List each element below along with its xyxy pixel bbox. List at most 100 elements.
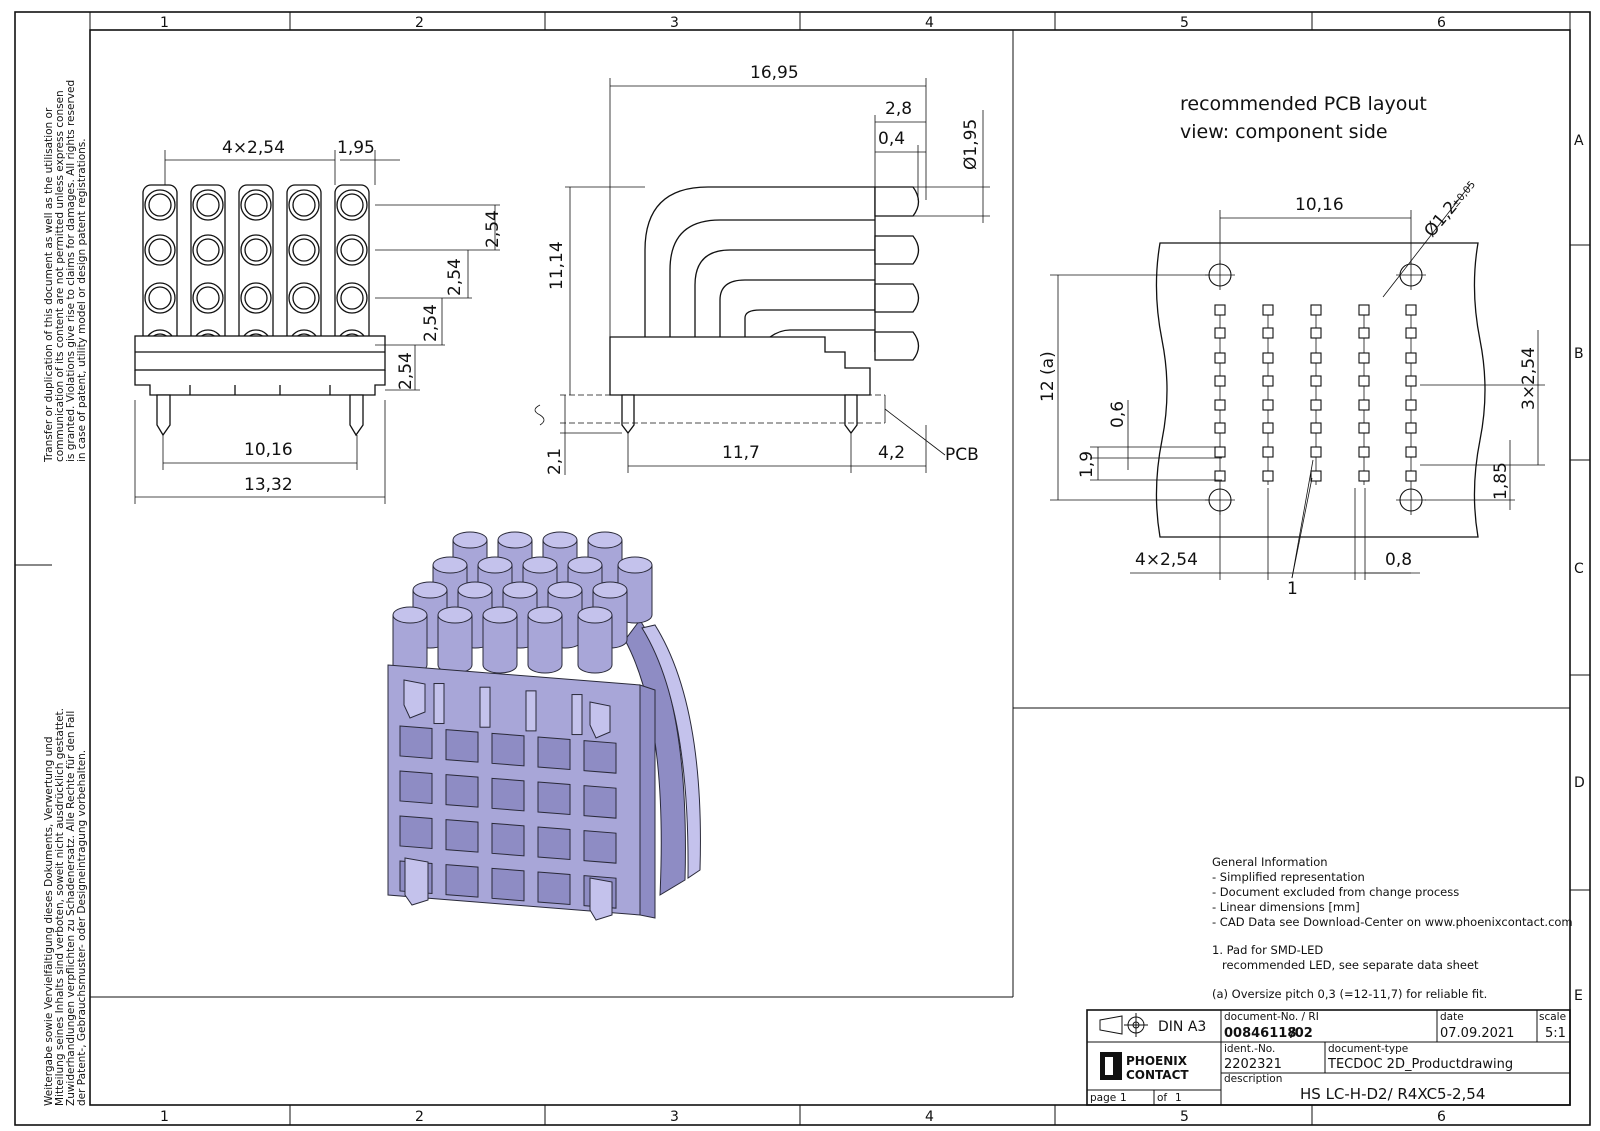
tb-doc-no-label: document-No. / RI bbox=[1224, 1011, 1319, 1023]
zone-labels-bottom: 1 2 3 4 5 6 bbox=[160, 1109, 1446, 1125]
pcb-pad-1-1 bbox=[1214, 304, 1226, 316]
pcb-pad-1-8 bbox=[1214, 470, 1226, 482]
front-led-inner-2-3 bbox=[196, 286, 220, 310]
tb-page: 1 bbox=[1120, 1092, 1127, 1104]
pcb-pad-2-5 bbox=[1262, 399, 1274, 411]
iso-led-body-16 bbox=[437, 614, 473, 674]
tb-doctype: TECDOC 2D_Productdrawing bbox=[1327, 1057, 1513, 1072]
isometric-grid-cells bbox=[399, 683, 617, 909]
notes-pad-2: recommended LED, see separate data sheet bbox=[1222, 958, 1479, 972]
tb-page-label: page bbox=[1090, 1092, 1116, 1104]
pcb-pad-1-4 bbox=[1214, 375, 1226, 387]
zone-col-2-bottom: 2 bbox=[415, 1109, 424, 1125]
logo-line-1: PHOENIX bbox=[1126, 1054, 1188, 1068]
pcb-title-line-1: recommended PCB layout bbox=[1180, 93, 1427, 115]
iso-led-top-5 bbox=[432, 556, 468, 574]
notes-item-1: - Simplified representation bbox=[1212, 870, 1365, 884]
iso-led-top-6 bbox=[477, 556, 513, 574]
pcb-pad-4-6 bbox=[1358, 422, 1370, 434]
dim-pcb-hole-tol: ±0,05 bbox=[1450, 179, 1478, 210]
dim-front-v4: 2,54 bbox=[396, 352, 416, 390]
iso-led-top-7 bbox=[522, 556, 558, 574]
front-led-inner-2-1 bbox=[196, 193, 220, 217]
pcb-pad-3-4 bbox=[1310, 375, 1322, 387]
pcb-pad-3-2 bbox=[1310, 327, 1322, 339]
iso-led-top-2 bbox=[497, 531, 533, 549]
projection-symbol-icon bbox=[1099, 1013, 1148, 1037]
front-led-inner-4-2 bbox=[292, 238, 316, 262]
tb-of: 1 bbox=[1175, 1092, 1182, 1104]
front-led-inner-1-2 bbox=[148, 238, 172, 262]
pcb-pad-3-8 bbox=[1310, 470, 1322, 482]
iso-grid-cell-9 bbox=[537, 781, 571, 816]
notes-oversize: (a) Oversize pitch 0,3 (=12-11,7) for re… bbox=[1212, 987, 1487, 1001]
zone-row-d: D bbox=[1574, 775, 1585, 791]
tb-ident: 2202321 bbox=[1224, 1057, 1282, 1072]
pcb-pad-3-6 bbox=[1310, 422, 1322, 434]
iso-grid-cell-13 bbox=[491, 822, 525, 857]
pcb-pad-4-5 bbox=[1358, 399, 1370, 411]
dim-pcb-08: 0,8 bbox=[1385, 550, 1412, 570]
side-pcb-label: PCB bbox=[945, 445, 979, 465]
pcb-pad-3-7 bbox=[1310, 446, 1322, 458]
front-led-inner-3-3 bbox=[244, 286, 268, 310]
tb-date: 07.09.2021 bbox=[1440, 1026, 1514, 1041]
legal-en-line-3: is granted. Violations give rise to clai… bbox=[65, 80, 77, 462]
logo-line-2: CONTACT bbox=[1126, 1068, 1189, 1082]
side-body bbox=[609, 336, 871, 396]
iso-led-top-8 bbox=[567, 556, 603, 574]
pcb-pad-2-3 bbox=[1262, 352, 1274, 364]
dim-pcb-hpitch: 4×2,54 bbox=[1135, 550, 1198, 570]
iso-grid-cell-14 bbox=[537, 826, 571, 861]
front-led-inner-5-3 bbox=[340, 286, 364, 310]
iso-grid-cell-11 bbox=[399, 815, 433, 850]
front-led-inner-5-1 bbox=[340, 193, 364, 217]
pcb-pad-5-8 bbox=[1405, 470, 1417, 482]
iso-led-top-13 bbox=[547, 581, 583, 599]
iso-led-top-15 bbox=[392, 606, 428, 624]
pcb-pad-1-5 bbox=[1214, 399, 1226, 411]
tb-date-label: date bbox=[1440, 1011, 1464, 1023]
pcb-layout-view: recommended PCB layout view: component s… bbox=[1038, 93, 1545, 599]
pcb-callout-1: 1 bbox=[1287, 579, 1298, 599]
zone-col-4-bottom: 4 bbox=[925, 1109, 934, 1125]
tb-scale-label: scale bbox=[1539, 1011, 1566, 1023]
legal-de-line-3: Zuwiderhandlungen verpflichten zu Schade… bbox=[65, 711, 77, 1106]
iso-grid-cell-17 bbox=[445, 864, 479, 898]
pcb-pad-4-7 bbox=[1358, 446, 1370, 458]
pcb-pad-5-1 bbox=[1405, 304, 1417, 316]
zone-row-a: A bbox=[1574, 133, 1584, 149]
pcb-pad-3-3 bbox=[1310, 352, 1322, 364]
dim-side-04: 0,4 bbox=[878, 129, 905, 149]
isometric-view bbox=[387, 531, 701, 921]
tb-doc-no: 00846118 bbox=[1224, 1026, 1296, 1041]
pcb-pad-5-7 bbox=[1405, 446, 1417, 458]
iso-led-body-15 bbox=[392, 614, 428, 674]
pcb-pad-3-5 bbox=[1310, 399, 1322, 411]
legal-note-english: Transfer or duplication of this document… bbox=[43, 80, 88, 463]
iso-led-top-10 bbox=[412, 581, 448, 599]
dim-pcb-19: 1,9 bbox=[1077, 451, 1097, 478]
dim-side-length: 16,95 bbox=[750, 63, 799, 83]
side-led-4 bbox=[874, 331, 920, 361]
legal-de-line-4: der Patent-, Gebrauchsmuster- oder Desig… bbox=[76, 750, 88, 1106]
dim-pcb-vpitch: 3×2,54 bbox=[1519, 347, 1539, 410]
front-pin-left bbox=[156, 394, 171, 437]
iso-led-body-19 bbox=[577, 614, 613, 674]
zone-col-5: 5 bbox=[1180, 15, 1189, 31]
pcb-pad-1-6 bbox=[1214, 422, 1226, 434]
iso-led-top-3 bbox=[542, 531, 578, 549]
iso-led-body-18 bbox=[527, 614, 563, 674]
front-base bbox=[134, 335, 386, 371]
dim-front-width: 13,32 bbox=[244, 475, 293, 495]
iso-led-top-11 bbox=[457, 581, 493, 599]
dim-side-dia: Ø1,95 bbox=[961, 119, 981, 170]
pcb-pad-2-6 bbox=[1262, 422, 1274, 434]
tb-ident-label: ident.-No. bbox=[1224, 1043, 1275, 1055]
iso-grid-cell-19 bbox=[537, 871, 571, 906]
pcb-pad-2-1 bbox=[1262, 304, 1274, 316]
iso-grid-cell-5 bbox=[583, 740, 617, 774]
front-led-inner-1-3 bbox=[148, 286, 172, 310]
pcb-pad-4-4 bbox=[1358, 375, 1370, 387]
